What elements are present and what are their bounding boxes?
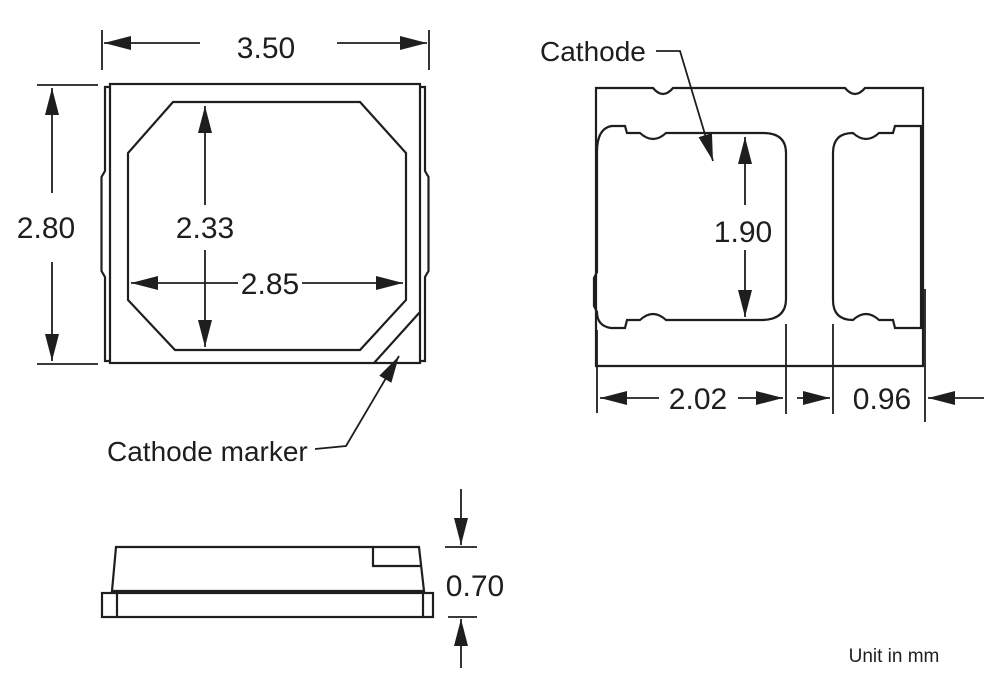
dim-window-height-value: 2.33 bbox=[176, 212, 234, 245]
cathode-leader bbox=[656, 50, 714, 162]
side-view-cathode-notch bbox=[371, 547, 421, 568]
dim-overall-width-value: 3.50 bbox=[237, 32, 295, 65]
dim-thickness-value: 0.70 bbox=[446, 570, 504, 603]
dim-window-width-value: 2.85 bbox=[241, 268, 299, 301]
side-view: 0.70 bbox=[100, 489, 504, 668]
top-view-left-terminal bbox=[100, 85, 110, 363]
top-view-body-outline bbox=[108, 82, 422, 365]
cathode-marker-label: Cathode marker bbox=[107, 436, 308, 467]
cathode-marker-chamfer bbox=[373, 311, 421, 364]
bottom-view: Cathode 1.90 2.02 0.96 bbox=[540, 36, 984, 422]
cathode-label: Cathode bbox=[540, 36, 646, 67]
dim-pad-height-value: 1.90 bbox=[714, 216, 772, 249]
dim-cathode-pad-width-value: 2.02 bbox=[669, 383, 727, 416]
dim-anode-pad-width-value: 0.96 bbox=[853, 383, 911, 416]
anode-pad bbox=[831, 124, 923, 330]
top-view-emitting-window bbox=[126, 100, 408, 352]
dim-overall-height-value: 2.80 bbox=[17, 212, 75, 245]
cathode-marker-leader bbox=[314, 355, 400, 450]
side-view-upper-body bbox=[110, 545, 426, 593]
cathode-pad bbox=[592, 124, 788, 330]
top-view-right-terminal bbox=[420, 85, 430, 363]
side-view-base bbox=[100, 591, 435, 619]
bottom-view-body-outline bbox=[594, 86, 925, 368]
top-view: 3.50 2.80 2.33 2.85 Cathode marker bbox=[17, 30, 430, 467]
unit-note: Unit in mm bbox=[849, 646, 940, 667]
